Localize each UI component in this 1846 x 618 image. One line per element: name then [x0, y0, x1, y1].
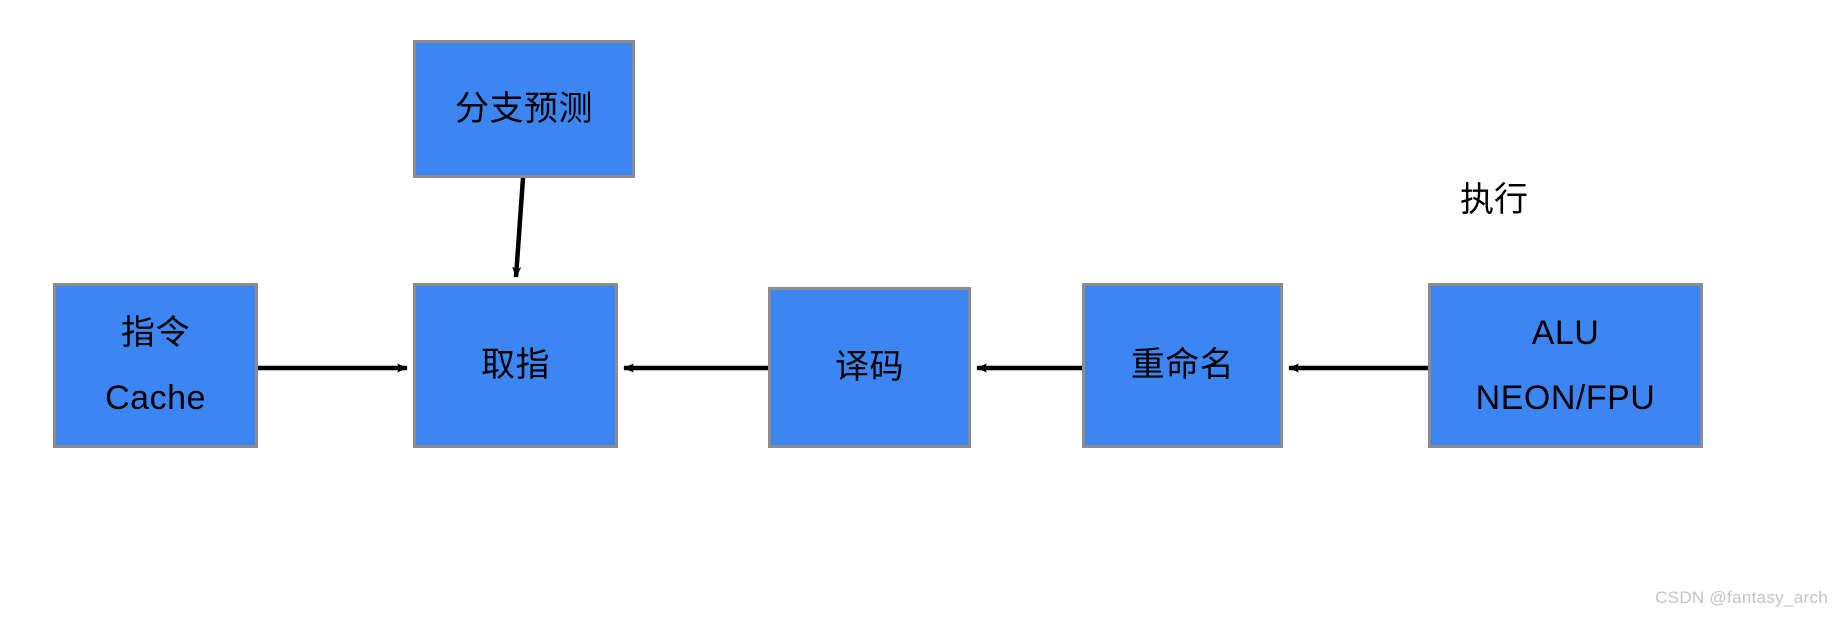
node-rename: 重命名 [1082, 283, 1283, 448]
node-instruction-cache-label-line1: 指令 [121, 314, 190, 353]
node-execute-units-label-line2: NEON/FPU [1475, 378, 1656, 417]
node-rename-label: 重命名 [1130, 346, 1235, 385]
node-execute-units-label-line1: ALU [1531, 314, 1600, 353]
execute-stage-label: 执行 [1460, 181, 1528, 219]
node-decode: 译码 [768, 287, 971, 448]
node-instruction-cache-label-line2: Cache [105, 378, 206, 417]
watermark-text: CSDN @fantasy_arch [1655, 588, 1828, 607]
node-decode-label: 译码 [835, 348, 904, 387]
node-branch-prediction: 分支预测 [413, 40, 635, 178]
node-execute-units: ALU NEON/FPU [1428, 283, 1703, 448]
node-fetch-label: 取指 [481, 346, 550, 385]
edge-branch-prediction-to-fetch [512, 177, 526, 278]
node-branch-prediction-label: 分支预测 [455, 89, 593, 128]
node-instruction-cache: 指令 Cache [53, 283, 258, 448]
node-fetch: 取指 [413, 283, 618, 448]
